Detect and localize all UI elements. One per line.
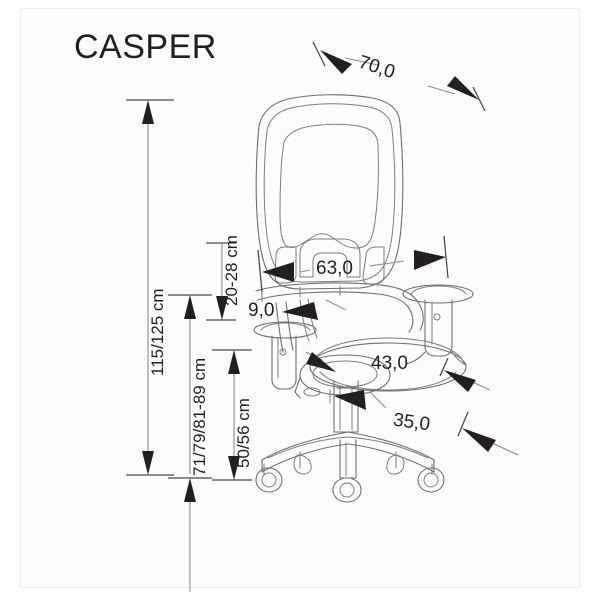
backrest-outer-frame	[255, 94, 404, 290]
dimension-base-height	[334, 390, 519, 456]
dimension-seat-depth	[305, 351, 491, 392]
seat-pan	[309, 337, 467, 392]
chair-illustration	[253, 94, 474, 503]
label-back-lower-width: 63,0	[316, 258, 353, 279]
drawing-frame-border	[20, 8, 580, 588]
label-height-seat: 50/56 cm	[234, 398, 253, 468]
label-armrest-offset: 9,0	[248, 300, 275, 321]
backrest-support-arm	[275, 298, 318, 353]
dimension-back-width	[312, 41, 486, 112]
backrest-bottom-rail	[255, 282, 424, 333]
dimension-height-total	[126, 99, 174, 476]
label-height-total: 115/125 cm	[148, 288, 167, 376]
backrest-right-cutout	[362, 246, 385, 285]
label-height-back: 71/79/81-89 cm	[190, 357, 209, 476]
dimension-armrest-offset	[282, 299, 347, 320]
backrest-lumbar-cutout	[299, 238, 361, 278]
dimension-back-lower-width	[257, 235, 449, 293]
backrest-mesh-panel	[279, 123, 379, 249]
dimension-armrest-range	[206, 242, 236, 321]
label-armrest-range: 20-28 cm	[222, 235, 241, 306]
dimension-height-back	[168, 294, 212, 592]
dimension-height-seat	[212, 349, 252, 481]
left-armrest	[253, 321, 317, 390]
chair-casters	[255, 454, 445, 503]
label-seat-depth: 43,0	[371, 353, 408, 374]
chair-base-star	[261, 431, 435, 479]
page-title: CASPER	[74, 28, 217, 66]
